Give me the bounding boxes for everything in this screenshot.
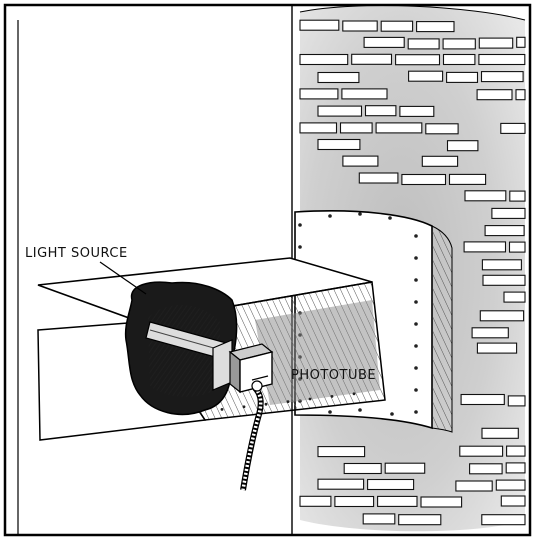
brick (450, 174, 486, 184)
brick (464, 242, 505, 252)
brick (341, 123, 373, 133)
brick (482, 515, 525, 525)
brick (366, 106, 396, 116)
rivet (298, 245, 302, 249)
brick (517, 37, 525, 47)
rivet (298, 223, 302, 227)
brick (448, 141, 478, 151)
brick (378, 496, 417, 506)
brick (482, 72, 524, 82)
brick (422, 156, 457, 166)
brick (318, 479, 364, 489)
brick (510, 242, 526, 252)
brick (479, 55, 525, 65)
brick (470, 464, 503, 474)
brick (364, 37, 404, 47)
brick (352, 54, 392, 64)
brick (417, 22, 454, 32)
brick (300, 123, 337, 133)
duct-rivet (287, 400, 290, 403)
duct-rivet (221, 408, 224, 411)
brick (409, 71, 443, 81)
brick (456, 481, 492, 491)
brick (396, 55, 440, 65)
brick (342, 89, 387, 99)
brick (516, 90, 525, 100)
brick (477, 343, 516, 353)
brick (508, 396, 525, 406)
brick (385, 463, 425, 473)
brick (501, 496, 525, 506)
rivet (414, 388, 418, 392)
brick (318, 447, 365, 457)
rivet (388, 216, 392, 220)
rivet (390, 412, 394, 416)
brick (300, 20, 339, 30)
phototube-label: PHOTOTUBE (291, 368, 376, 383)
rivet (328, 214, 332, 218)
rivet (414, 410, 418, 414)
brick (402, 175, 446, 185)
brick (496, 480, 525, 490)
brick (368, 480, 414, 490)
duct-rivet (265, 403, 268, 406)
brick (510, 191, 525, 201)
brick (472, 328, 508, 338)
brick (461, 395, 504, 405)
rivet (414, 344, 418, 348)
duct-rivet (353, 392, 356, 395)
brick (300, 55, 348, 65)
brick (344, 464, 381, 474)
brick (359, 173, 398, 183)
brick (381, 21, 412, 31)
light-source-label: LIGHT SOURCE (25, 246, 128, 261)
brick (482, 260, 521, 270)
brick (421, 497, 462, 507)
brick (300, 89, 338, 99)
duct-rivet (309, 398, 312, 401)
brick (507, 446, 525, 456)
brick (343, 156, 378, 166)
brick (399, 515, 441, 525)
brick (400, 106, 434, 116)
brick (363, 514, 395, 524)
brick (460, 446, 503, 456)
brick (482, 428, 518, 438)
brick (335, 497, 374, 507)
brick (343, 21, 377, 31)
brick (447, 72, 478, 82)
brick (465, 191, 506, 201)
rivet (328, 410, 332, 414)
brick (300, 496, 331, 506)
brick (477, 90, 512, 100)
brick (483, 275, 525, 285)
rivet (414, 366, 418, 370)
brick (492, 208, 525, 218)
brick (504, 292, 525, 302)
brick (506, 463, 525, 473)
duct-rivet (331, 395, 334, 398)
brick (485, 226, 524, 236)
rivet (414, 278, 418, 282)
brick (479, 38, 512, 48)
brick (376, 123, 422, 133)
rivet (358, 212, 362, 216)
rivet (414, 256, 418, 260)
brick (426, 124, 458, 134)
brick (318, 73, 359, 83)
rivet (414, 300, 418, 304)
brick (480, 311, 523, 321)
rivet (358, 408, 362, 412)
rivet (414, 322, 418, 326)
brick (443, 39, 475, 49)
rivet (414, 234, 418, 238)
brick (444, 55, 475, 65)
duct-rivet (243, 405, 246, 408)
brick (408, 39, 439, 49)
brick (318, 140, 360, 150)
brick (501, 123, 525, 133)
brick (318, 106, 362, 116)
